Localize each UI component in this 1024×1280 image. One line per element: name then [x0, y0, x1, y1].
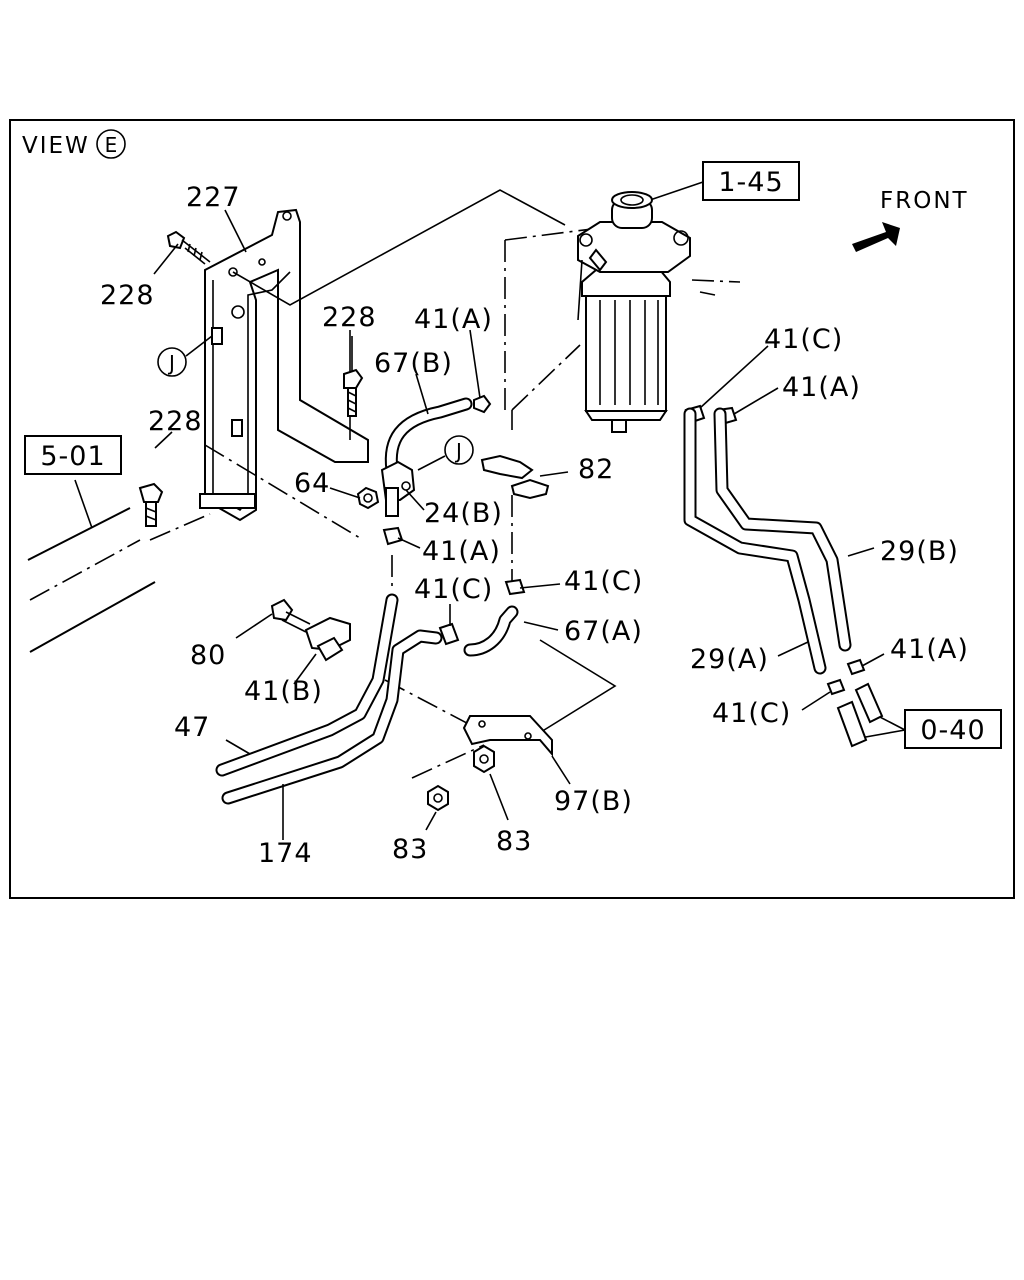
label-41a-top: 41(A): [414, 304, 493, 335]
ref-circle-j-right: J: [417, 435, 474, 471]
label-64: 64: [294, 468, 330, 499]
label-174: 174: [258, 838, 313, 869]
hose-29a: [683, 407, 827, 675]
ref-fuel-filter-text: 1-45: [718, 167, 783, 198]
assembly-lines: [149, 189, 741, 779]
nut-64: [356, 486, 380, 510]
front-label: FRONT: [880, 188, 969, 214]
clamp-82: [480, 454, 550, 500]
label-41a-right: 41(A): [782, 372, 861, 403]
label-228-lower: 228: [148, 406, 203, 437]
hose-clamps: [382, 394, 866, 696]
diagram-frame: [9, 119, 1015, 899]
nut-83-left: [427, 784, 449, 812]
label-227: 227: [186, 182, 241, 213]
ref-box-frame: 5-01: [24, 435, 122, 475]
bracket-227: [199, 208, 369, 522]
label-29b: 29(B): [880, 536, 959, 567]
label-29a: 29(A): [690, 644, 769, 675]
ref-box-fuel-filter: 1-45: [702, 161, 800, 201]
label-24b: 24(B): [424, 498, 503, 529]
bolt-228-lower: [138, 482, 164, 527]
label-41a-mid: 41(A): [422, 536, 501, 567]
nut-83-right: [473, 744, 495, 774]
label-83-right: 83: [496, 826, 532, 857]
label-67a: 67(A): [564, 616, 643, 647]
ref-circle-j-left: J: [157, 335, 213, 377]
label-82: 82: [578, 454, 614, 485]
view-letter-circle: [96, 129, 126, 159]
ref-circle-j-right-text: J: [454, 439, 462, 463]
label-47: 47: [174, 712, 210, 743]
ref-tank-text: 0-40: [920, 715, 985, 746]
ref-box-tank: 0-40: [904, 709, 1002, 749]
label-97b: 97(B): [554, 786, 633, 817]
tank-pipes: [836, 682, 884, 748]
stud-bolts: [211, 327, 243, 437]
label-228-upper: 228: [100, 280, 155, 311]
leader-lines: [153, 209, 885, 840]
ref-circle-j-left-text: J: [167, 351, 175, 375]
frame-rail: [27, 479, 156, 653]
bolt-228-upper: [166, 230, 211, 265]
bolt-228-center: [343, 368, 364, 417]
label-41c-mid2: 41(C): [564, 566, 643, 597]
label-228-center: 228: [322, 302, 377, 333]
pipe-47: [215, 593, 399, 777]
label-80: 80: [190, 640, 226, 671]
view-prefix: VIEW: [22, 133, 90, 159]
ref-frame-text: 5-01: [40, 441, 105, 472]
label-41b: 41(B): [244, 676, 323, 707]
pipe-174: [221, 629, 443, 805]
view-letter: E: [105, 133, 118, 157]
clip-24b: [380, 460, 416, 517]
label-83-left: 83: [392, 834, 428, 865]
hose-29b: [713, 407, 852, 652]
label-41c-mid1: 41(C): [414, 574, 493, 605]
bolt-80: [270, 598, 311, 633]
label-41c-low: 41(C): [712, 698, 791, 729]
part-labels: 227 228 228 228 41(A) 67(B) 41(C) 41(A) …: [100, 182, 969, 869]
label-41a-low: 41(A): [890, 634, 969, 665]
label-67b: 67(B): [374, 348, 453, 379]
front-arrow-icon: [852, 222, 900, 252]
hose-67a: [463, 605, 519, 657]
bracket-97b: [462, 715, 553, 757]
fuel-filter-assembly: [577, 191, 691, 433]
clip-41b: [304, 616, 351, 662]
hose-67b: [384, 397, 473, 477]
label-41c-right: 41(C): [764, 324, 843, 355]
